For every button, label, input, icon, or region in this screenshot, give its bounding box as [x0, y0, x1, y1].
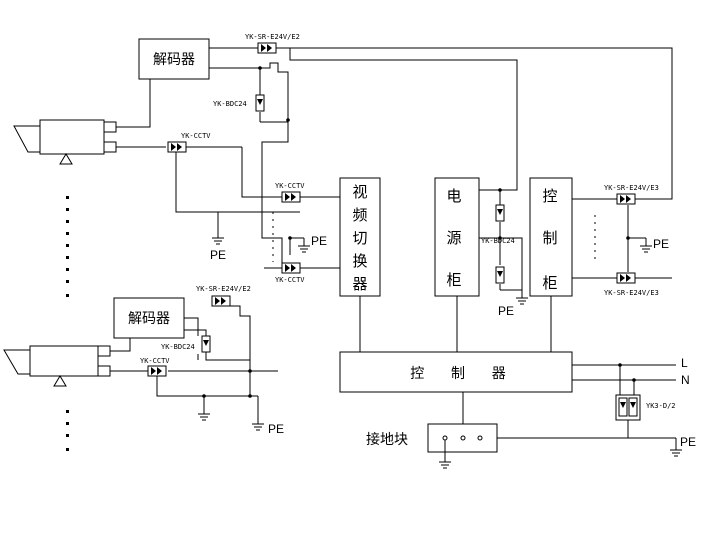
sr-ctrl-bottom-protector	[616, 272, 636, 284]
ground-top-left-icon	[211, 237, 225, 245]
bdc-top-protector	[255, 94, 265, 112]
cctv-bottom-protector	[147, 365, 167, 377]
decoder-top-box	[138, 38, 210, 80]
line-n-label: N	[681, 373, 690, 387]
decoder-bottom-label: 解码器	[128, 311, 170, 327]
yk3-label: YK3-D/2	[646, 402, 676, 410]
cctv-switch-in1-protector	[281, 191, 301, 203]
power-cabinet-char-2: 源	[446, 229, 461, 247]
pe-switch-label: PE	[311, 234, 327, 248]
controller-box	[339, 351, 573, 393]
pe-ctrl-label: PE	[653, 237, 669, 251]
bdc-top-label: YK-BDC24	[213, 100, 247, 108]
ground-main-icon	[669, 449, 683, 457]
pe-bottom-label: PE	[268, 422, 284, 436]
more-devices-dots-bottom	[66, 410, 69, 451]
video-switcher-char-5: 器	[352, 275, 367, 293]
junction-dots	[202, 66, 636, 398]
ground-block-icon	[438, 461, 452, 469]
cctv-switch-in2-label: YK-CCTV	[275, 276, 305, 284]
controller-label: 控 制 器	[410, 366, 505, 382]
camera-bottom-icon	[3, 345, 111, 387]
decoder-top-label: 解码器	[153, 52, 195, 68]
sr-ctrl-top-label: YK-SR-E24V/E3	[604, 184, 659, 192]
line-l-label: L	[681, 356, 688, 370]
bdc-bottom-protector	[201, 335, 211, 353]
yk3-protector	[615, 394, 641, 421]
sr-top-protector	[257, 42, 277, 54]
ground-bottom-icon	[251, 423, 265, 431]
sr-bottom-protector	[211, 295, 231, 307]
bdc-power-lower-protector	[495, 266, 505, 284]
power-cabinet-char-1: 电	[446, 187, 461, 205]
sr-bottom-label: YK-SR-E24V/E2	[196, 285, 251, 293]
cctv-bottom-label: YK-CCTV	[140, 357, 170, 365]
video-switcher-char-3: 切	[352, 229, 367, 247]
control-cabinet-char-3: 柜	[542, 274, 557, 292]
ground-power-icon	[515, 297, 529, 305]
pe-power-label: PE	[498, 304, 514, 318]
bdc-power-label: YK-BDC24	[481, 237, 515, 245]
bdc-power-upper-protector	[495, 204, 505, 222]
cctv-top-protector	[167, 141, 187, 153]
bdc-bottom-label: YK-BDC24	[161, 343, 195, 351]
video-switcher-char-2: 频	[352, 206, 367, 224]
cctv-switch-in1-label: YK-CCTV	[275, 182, 305, 190]
ground-block-contacts	[442, 435, 483, 441]
camera-top-icon	[13, 119, 117, 165]
control-cabinet-char-1: 控	[542, 187, 557, 205]
ground-block-label: 接地块	[366, 431, 408, 448]
ground-ctrl-icon	[639, 245, 653, 253]
control-cabinet-char-2: 制	[542, 229, 557, 247]
ground-block-box	[427, 423, 498, 453]
video-switcher-char-4: 换	[352, 252, 367, 270]
power-cabinet-char-3: 柜	[446, 271, 461, 289]
more-devices-dots-top	[66, 196, 69, 297]
sr-top-label: YK-SR-E24V/E2	[245, 33, 300, 41]
pe-top-left-label: PE	[210, 248, 226, 262]
cctv-switch-in2-protector	[281, 262, 301, 274]
sr-ctrl-top-protector	[616, 193, 636, 205]
ground-switch-icon	[297, 245, 311, 253]
cctv-top-label: YK-CCTV	[181, 132, 211, 140]
video-switcher-char-1: 视	[352, 183, 367, 201]
ground-bottom-left-icon	[197, 413, 211, 421]
pe-main-label: PE	[680, 435, 696, 449]
sr-ctrl-bottom-label: YK-SR-E24V/E3	[604, 289, 659, 297]
